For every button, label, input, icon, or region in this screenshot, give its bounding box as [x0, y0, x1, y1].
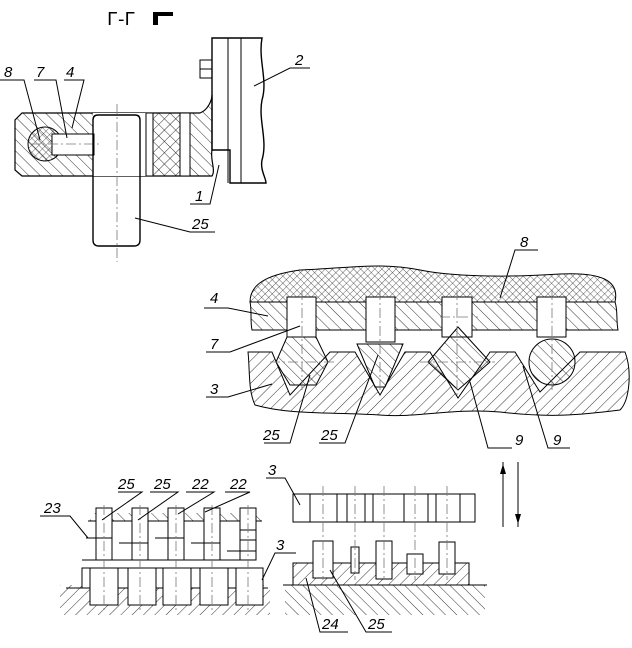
label-25-a: 25 [117, 476, 135, 493]
label-3: 3 [276, 537, 285, 554]
label-25: 25 [191, 216, 209, 233]
label-8: 8 [520, 234, 529, 251]
label-25: 25 [367, 616, 385, 633]
locator-diamond [427, 326, 491, 391]
leader-lines [0, 67, 310, 233]
section-title: Г-Г [107, 9, 173, 30]
label-25-a: 25 [262, 427, 280, 444]
label-2: 2 [294, 52, 304, 69]
label-9-b: 9 [553, 432, 562, 449]
assembly-left: 23 25 25 22 22 3 [40, 476, 296, 615]
part-8 [249, 265, 617, 303]
label-24: 24 [321, 616, 339, 633]
section-title-text: Г-Г [107, 9, 135, 30]
label-25-b: 25 [320, 427, 338, 444]
fixture-detail: 4 8 7 3 25 25 9 9 [204, 234, 630, 449]
label-22-a: 22 [191, 476, 209, 493]
pin-7 [51, 133, 95, 156]
label-1: 1 [195, 188, 203, 205]
label-23: 23 [43, 500, 61, 517]
label-9-a: 9 [515, 432, 524, 449]
assembly-right: 3 24 25 [266, 462, 487, 633]
label-7: 7 [210, 336, 219, 353]
label-7: 7 [36, 64, 45, 81]
leader-lines [266, 477, 392, 633]
plate-2 [211, 37, 267, 184]
pin-25 [92, 114, 141, 247]
plate-4 [249, 301, 619, 331]
label-3: 3 [268, 462, 277, 479]
ground-right [285, 585, 485, 615]
section-view: 8 7 4 2 1 25 [0, 37, 310, 262]
section-view-mark-icon [153, 12, 173, 25]
label-4: 4 [66, 64, 74, 81]
label-22-b: 22 [229, 476, 247, 493]
leader-lines [204, 249, 570, 449]
label-3: 3 [210, 381, 219, 398]
leader-lines [40, 491, 296, 581]
label-25-b: 25 [153, 476, 171, 493]
label-4: 4 [210, 290, 218, 307]
motion-arrows [500, 462, 521, 527]
label-8: 8 [4, 64, 13, 81]
